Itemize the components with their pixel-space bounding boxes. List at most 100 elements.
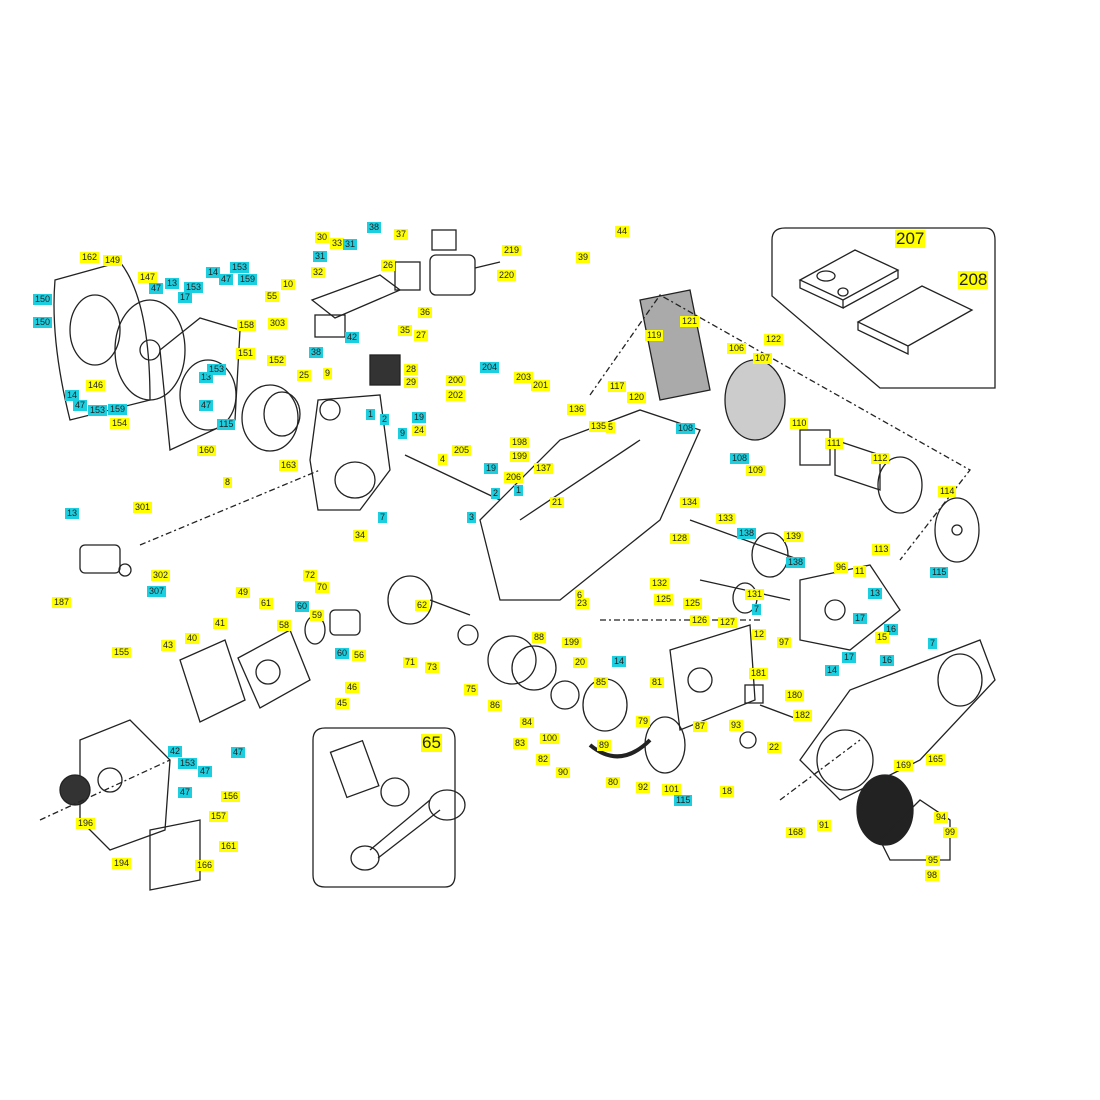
callout-5: 5: [606, 422, 616, 433]
callout-125: 125: [683, 598, 703, 609]
callout-204: 204: [480, 362, 500, 373]
callout-47: 47: [149, 283, 164, 294]
callout-59: 59: [310, 610, 325, 621]
crankshaft-62: [387, 575, 479, 646]
callout-149: 149: [103, 255, 123, 266]
inset-box-65: [312, 727, 456, 888]
callout-92: 92: [636, 782, 651, 793]
callout-153: 153: [88, 405, 108, 416]
callout-31: 31: [313, 251, 328, 262]
callout-34: 34: [353, 530, 368, 541]
callout-9: 9: [398, 428, 408, 439]
callout-72: 72: [303, 570, 318, 581]
callout-20: 20: [573, 657, 588, 668]
callout-110: 110: [790, 418, 809, 429]
callout-14: 14: [825, 665, 840, 676]
callout-98: 98: [925, 870, 940, 881]
callout-106: 106: [727, 343, 747, 354]
callout-47: 47: [73, 400, 88, 411]
callout-182: 182: [793, 710, 813, 721]
callout-47: 47: [231, 747, 246, 758]
callout-165: 165: [926, 754, 946, 765]
callout-14: 14: [65, 390, 80, 401]
kit-label-208: 208: [958, 270, 989, 289]
callout-198: 198: [510, 437, 530, 448]
callout-19: 19: [412, 412, 427, 423]
callout-168: 168: [786, 827, 806, 838]
callout-100: 100: [540, 733, 560, 744]
callout-132: 132: [650, 578, 670, 589]
callout-13: 13: [868, 588, 883, 599]
callout-16: 16: [880, 655, 895, 666]
callout-24: 24: [412, 425, 427, 436]
callout-1: 1: [366, 409, 376, 420]
crankcase-left: [309, 394, 391, 511]
callout-7: 7: [378, 512, 388, 523]
callout-138: 138: [737, 528, 757, 539]
callout-73: 73: [425, 662, 440, 673]
callout-113: 113: [872, 544, 891, 555]
callout-112: 112: [871, 453, 890, 464]
callout-27: 27: [414, 330, 429, 341]
callout-99: 99: [943, 827, 958, 838]
callout-2: 2: [491, 488, 501, 499]
callout-157: 157: [209, 811, 229, 822]
callout-79: 79: [636, 716, 651, 727]
gasket-kit-208: [856, 285, 974, 356]
callout-122: 122: [764, 334, 784, 345]
callout-31: 31: [343, 239, 358, 250]
callout-91: 91: [817, 820, 832, 831]
callout-43: 43: [161, 640, 176, 651]
callout-137: 137: [534, 463, 554, 474]
callout-126: 126: [690, 615, 710, 626]
callout-101: 101: [662, 784, 682, 795]
callout-119: 119: [645, 330, 664, 341]
callout-19: 19: [484, 463, 499, 474]
filter-91: [856, 774, 914, 846]
callout-114: 114: [938, 486, 957, 497]
callout-205: 205: [452, 445, 472, 456]
callout-60: 60: [295, 601, 310, 612]
callout-21: 21: [550, 497, 565, 508]
callout-60: 60: [335, 648, 350, 659]
callout-88: 88: [532, 632, 547, 643]
shaft-4: [404, 454, 501, 501]
callout-39: 39: [576, 252, 591, 263]
callout-16: 16: [884, 624, 899, 635]
callout-47: 47: [178, 787, 193, 798]
cover-94: [879, 799, 951, 861]
cover-194: [149, 819, 201, 891]
callout-13: 13: [65, 508, 80, 519]
crankcase-main: [479, 409, 701, 601]
callout-28: 28: [404, 364, 419, 375]
callout-94: 94: [934, 812, 949, 823]
callout-203: 203: [514, 372, 534, 383]
callout-45: 45: [335, 698, 350, 709]
gasket-kit-207: [798, 249, 900, 310]
outer-cover-165: [799, 639, 996, 801]
assembly-lines: [39, 469, 861, 821]
callout-117: 117: [608, 381, 627, 392]
callout-49: 49: [236, 587, 251, 598]
callout-108: 108: [730, 453, 750, 464]
callout-90: 90: [556, 767, 571, 778]
callout-38: 38: [367, 222, 382, 233]
seal-207: [816, 270, 836, 282]
callout-95: 95: [926, 855, 941, 866]
callout-136: 136: [567, 404, 587, 415]
callout-3: 3: [467, 512, 477, 523]
callout-111: 111: [825, 438, 843, 449]
callout-55: 55: [265, 291, 280, 302]
callout-160: 160: [197, 445, 217, 456]
intake-manifold-26: [310, 261, 421, 338]
callout-9: 9: [323, 368, 333, 379]
callout-25: 25: [297, 370, 312, 381]
callout-42: 42: [168, 746, 183, 757]
callout-80: 80: [606, 777, 621, 788]
kit-label-65: 65: [421, 733, 442, 752]
callout-84: 84: [520, 717, 535, 728]
callout-199: 199: [510, 451, 530, 462]
callout-40: 40: [185, 633, 200, 644]
callout-156: 156: [221, 791, 241, 802]
callout-115: 115: [217, 419, 236, 430]
